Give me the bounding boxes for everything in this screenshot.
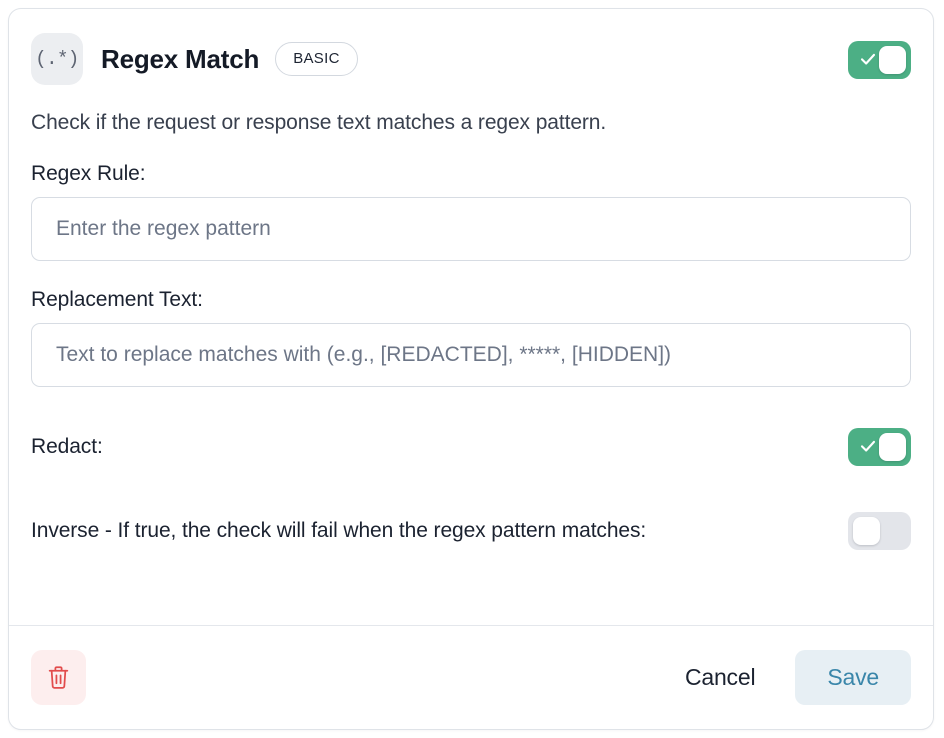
save-button[interactable]: Save [795,650,911,705]
toggle-knob [879,433,906,461]
card-body: (.*) Regex Match BASIC Check if the requ… [9,9,933,625]
regex-match-card: (.*) Regex Match BASIC Check if the requ… [8,8,934,730]
status-badge: BASIC [275,42,358,76]
regex-rule-field: Regex Rule: [31,162,911,261]
inverse-row: Inverse - If true, the check will fail w… [31,512,911,550]
redact-label: Redact: [31,435,103,458]
toggle-knob [853,517,880,545]
toggle-knob [879,46,906,74]
replacement-text-field: Replacement Text: [31,288,911,387]
card-footer: Cancel Save [9,625,933,729]
delete-button[interactable] [31,650,86,705]
trash-icon [48,666,69,689]
enabled-toggle[interactable] [848,41,911,79]
regex-icon-glyph: (.*) [35,48,79,70]
regex-icon: (.*) [31,33,83,85]
cancel-button[interactable]: Cancel [671,654,769,701]
inverse-toggle[interactable] [848,512,911,550]
redact-row: Redact: [31,428,911,466]
check-icon [860,53,876,65]
replacement-text-input[interactable] [31,323,911,387]
redact-toggle[interactable] [848,428,911,466]
replacement-text-label: Replacement Text: [31,288,203,311]
check-icon [860,440,876,452]
regex-rule-label: Regex Rule: [31,162,146,185]
card-description: Check if the request or response text ma… [31,111,607,134]
page-title: Regex Match [101,43,260,74]
card-header: (.*) Regex Match BASIC [31,31,911,87]
inverse-label: Inverse - If true, the check will fail w… [31,519,647,542]
regex-rule-input[interactable] [31,197,911,261]
